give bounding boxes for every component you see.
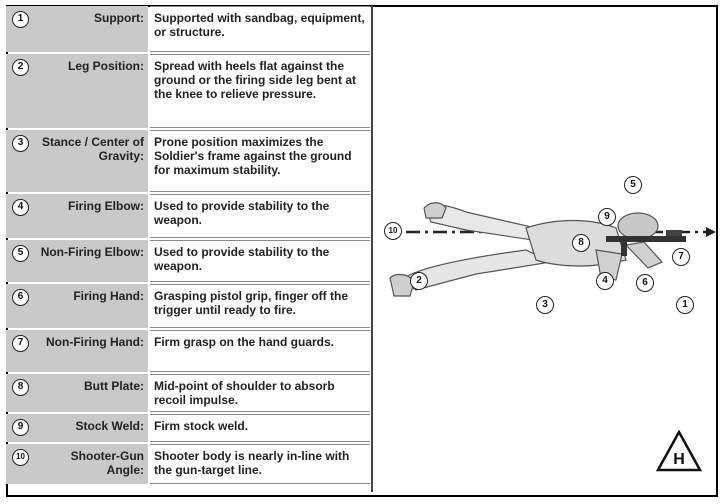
number-badge: 4 — [12, 199, 29, 216]
non-firing-arm — [624, 241, 664, 269]
row-description: Spread with heels flat against the groun… — [150, 54, 370, 128]
callout-2: 2 — [410, 272, 428, 290]
callout-8: 8 — [572, 234, 590, 252]
arrow-head-icon — [706, 227, 716, 237]
rifle-magazine — [621, 242, 627, 256]
row-label: Non-Firing Hand: — [46, 335, 144, 349]
table-row-support: 1 Support: Supported with sandbag, equip… — [6, 6, 370, 52]
number-badge: 1 — [12, 11, 29, 28]
row-label-cell: 1 Support: — [6, 6, 148, 52]
row-label-cell: 3 Stance / Center of Gravity: — [6, 130, 148, 192]
row-label: Shooter-Gun Angle: — [70, 449, 144, 477]
table-row-non-firing-hand: 7 Non-Firing Hand: Firm grasp on the han… — [6, 330, 370, 372]
row-label-cell: 9 Stock Weld: — [6, 414, 148, 442]
callout-4: 4 — [596, 272, 614, 290]
row-label: Non-Firing Elbow: — [40, 245, 144, 259]
table-row-firing-elbow: 4 Firing Elbow: Used to provide stabilit… — [6, 194, 370, 238]
number-badge: 10 — [12, 449, 29, 466]
table-row-non-firing-elbow: 5 Non-Firing Elbow: Used to provide stab… — [6, 240, 370, 282]
row-label: Leg Position: — [68, 59, 144, 73]
table-row-butt-plate: 8 Butt Plate: Mid-point of shoulder to a… — [6, 374, 370, 412]
number-badge: 8 — [12, 379, 29, 396]
callout-6: 6 — [636, 274, 654, 292]
row-label-cell: 7 Non-Firing Hand: — [6, 330, 148, 372]
table-row-leg-position: 2 Leg Position: Spread with heels flat a… — [6, 54, 370, 128]
row-description: Used to provide stability to the weapon. — [150, 240, 370, 282]
row-label: Firing Elbow: — [68, 199, 144, 213]
prone-soldier-illustration: 5 9 10 8 7 4 6 2 3 1 — [376, 150, 716, 350]
hazard-label: H — [673, 451, 685, 468]
row-label-cell: 6 Firing Hand: — [6, 284, 148, 328]
hazard-triangle-svg: H — [655, 429, 703, 472]
number-badge: 3 — [12, 135, 29, 152]
helmet — [617, 212, 659, 240]
row-description: Mid-point of shoulder to absorb recoil i… — [150, 374, 370, 412]
number-badge: 2 — [12, 59, 29, 76]
row-label-cell: 4 Firing Elbow: — [6, 194, 148, 238]
callout-3: 3 — [536, 296, 554, 314]
number-badge: 9 — [12, 419, 29, 436]
number-badge: 7 — [12, 335, 29, 352]
number-badge: 5 — [12, 245, 29, 262]
rifle-body — [606, 236, 686, 242]
rifle-sight — [666, 230, 682, 236]
prone-soldier-svg — [389, 202, 716, 297]
callout-10: 10 — [384, 222, 402, 240]
callout-7: 7 — [672, 248, 690, 266]
row-description: Grasping pistol grip, finger off the tri… — [150, 284, 370, 328]
callout-5: 5 — [624, 176, 642, 194]
column-divider — [371, 6, 373, 492]
row-label: Firing Hand: — [73, 289, 144, 303]
callout-9: 9 — [598, 208, 616, 226]
row-description: Prone position maximizes the Soldier's f… — [150, 130, 370, 192]
row-description: Shooter body is nearly in-line with the … — [150, 444, 370, 484]
row-description: Firm stock weld. — [150, 414, 370, 442]
prone-position-table: 1 Support: Supported with sandbag, equip… — [6, 6, 370, 486]
row-description: Supported with sandbag, equipment, or st… — [150, 6, 370, 52]
row-label: Butt Plate: — [84, 379, 144, 393]
row-label: Stance / Center of Gravity: — [41, 135, 144, 163]
row-label: Stock Weld: — [75, 419, 144, 433]
row-label-cell: 8 Butt Plate: — [6, 374, 148, 412]
table-row-shooter-gun-angle: 10 Shooter-Gun Angle: Shooter body is ne… — [6, 444, 370, 484]
boot-lower — [389, 273, 415, 297]
table-row-stock-weld: 9 Stock Weld: Firm stock weld. — [6, 414, 370, 442]
callout-1: 1 — [676, 296, 694, 314]
hazard-triangle-icon: H — [655, 429, 703, 472]
table-row-firing-hand: 6 Firing Hand: Grasping pistol grip, fin… — [6, 284, 370, 328]
row-label: Support: — [94, 11, 144, 25]
row-label-cell: 2 Leg Position: — [6, 54, 148, 128]
row-label-cell: 5 Non-Firing Elbow: — [6, 240, 148, 282]
row-description: Used to provide stability to the weapon. — [150, 194, 370, 238]
number-badge: 6 — [12, 289, 29, 306]
boot-upper — [423, 202, 447, 219]
row-label-cell: 10 Shooter-Gun Angle: — [6, 444, 148, 484]
table-row-stance: 3 Stance / Center of Gravity: Prone posi… — [6, 130, 370, 192]
row-description: Firm grasp on the hand guards. — [150, 330, 370, 372]
